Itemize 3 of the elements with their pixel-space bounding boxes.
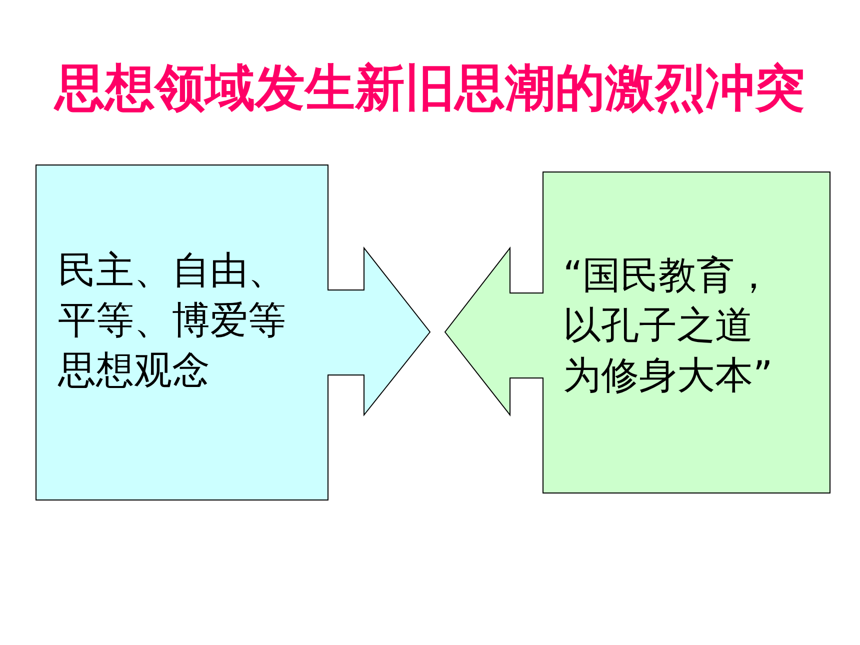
title: 思想领域发生新旧思潮的激烈冲突	[52, 58, 806, 119]
box-text: 民主、自由、平等、博爱等思想观念	[58, 247, 287, 394]
box-text: “国民教育，以孔子之道为修身大本”	[563, 252, 774, 399]
